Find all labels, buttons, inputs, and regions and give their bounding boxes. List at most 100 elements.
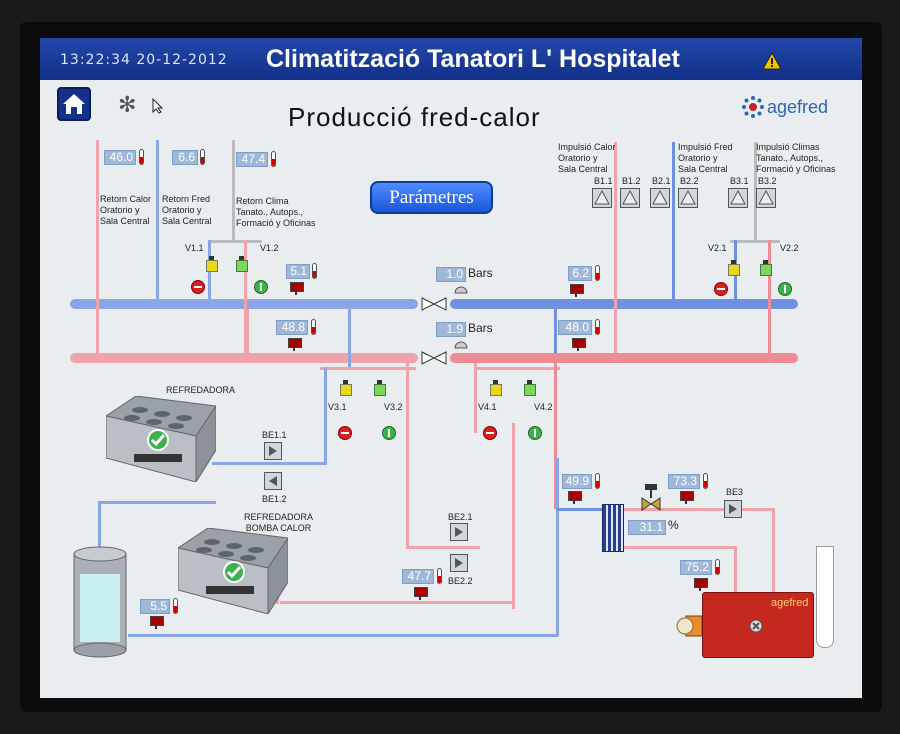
pump-be11[interactable] (264, 442, 282, 460)
pipe-hx-hot-bottom (622, 546, 735, 549)
temp-sensor-icon (414, 587, 428, 600)
home-button[interactable] (57, 87, 91, 121)
valve-label-v31: V3.1 (328, 402, 347, 412)
valve-label-v32: V3.2 (384, 402, 403, 412)
parametres-button[interactable]: Parámetres (370, 181, 493, 214)
temp-hot-right: 48.0 (558, 320, 592, 335)
warning-icon[interactable] (762, 52, 782, 70)
valve-opening-value: 31.1 (628, 520, 666, 535)
temp-retorn-fred: 6.6 (172, 150, 198, 165)
thermometer-icon (437, 568, 442, 584)
pipe-mid-cold-left (348, 309, 351, 367)
valve-label-v21: V2.1 (708, 243, 727, 253)
valve-v21[interactable] (728, 260, 742, 276)
label-refredadora: REFREDADORA (166, 385, 236, 395)
pump-b32[interactable] (756, 188, 776, 208)
valve-v32[interactable] (374, 380, 388, 396)
buffer-tank[interactable] (72, 546, 128, 658)
chiller-unit-1[interactable] (106, 396, 216, 482)
pump-label-b12: B1.2 (622, 176, 641, 186)
pump-be12[interactable] (264, 472, 282, 490)
pump-b21[interactable] (650, 188, 670, 208)
stop-status-icon (483, 426, 497, 440)
pipe-v2-right (768, 240, 771, 353)
run-status-icon (254, 280, 268, 294)
thermometer-icon (311, 319, 316, 335)
pressure-hot-unit: Bars (468, 321, 493, 335)
header-valve-cold-icon[interactable] (421, 297, 447, 311)
thermometer-icon (312, 263, 317, 279)
temp-retorn-clima: 47.4 (236, 152, 268, 167)
pipe-mid-cold-right (554, 309, 557, 353)
pressure-gauge-icon (454, 341, 468, 349)
pump-label-b31: B3.1 (730, 176, 749, 186)
valve-v12[interactable] (236, 256, 250, 272)
pipe-v2-bus (730, 240, 780, 243)
header-valve-hot-icon[interactable] (421, 351, 447, 365)
pipe-v4-bus (474, 367, 560, 370)
temp-tank: 5.5 (140, 599, 170, 614)
pipe-v3-cold-down (324, 367, 327, 464)
three-way-valve-icon[interactable] (640, 484, 662, 516)
heat-exchanger[interactable] (602, 504, 624, 552)
fan-icon[interactable]: ✻ (118, 92, 137, 117)
valve-v11[interactable] (206, 256, 220, 272)
valve-v31[interactable] (340, 380, 354, 396)
pump-label-be21: BE2.1 (448, 512, 473, 522)
pump-b22[interactable] (678, 188, 698, 208)
chiller-unit-2[interactable] (178, 528, 288, 614)
pump-b31[interactable] (728, 188, 748, 208)
pipe-be2-hot (406, 546, 480, 549)
home-icon (63, 94, 85, 114)
valve-v42[interactable] (524, 380, 538, 396)
cold-header-right (450, 299, 798, 309)
valve-label-v12: V1.2 (260, 243, 279, 253)
pump-b12[interactable] (620, 188, 640, 208)
temp-retorn-calor: 46.0 (104, 150, 136, 165)
pipe-impulsio-clima (754, 142, 757, 240)
stop-status-icon (191, 280, 205, 294)
pressure-cold-unit: Bars (468, 266, 493, 280)
pipe-be1-out (212, 462, 327, 465)
temp-cold-left: 5.1 (286, 264, 310, 279)
pipe-retorn-fred (156, 140, 159, 300)
pipe-retorn-clima (232, 140, 235, 240)
thermometer-icon (703, 473, 708, 489)
temp-hot-left: 48.8 (276, 320, 308, 335)
pump-be3[interactable] (724, 500, 742, 518)
temp-sensor-icon (572, 338, 586, 351)
pipe-bottom-right-up (556, 458, 559, 636)
pipe-boiler-out (772, 508, 775, 592)
pump-be21[interactable] (450, 523, 468, 541)
pipe-v3-hot-down (406, 363, 409, 548)
pump-label-b22: B2.2 (680, 176, 699, 186)
app-title: Climatització Tanatori L' Hospitalet (266, 45, 680, 73)
pipe-v4-hot-down (474, 363, 477, 433)
thermometer-icon (595, 473, 600, 489)
pipe-v4-right-down (554, 363, 557, 509)
pipe-v3-bus (320, 367, 416, 370)
pump-label-be12: BE1.2 (262, 494, 287, 504)
pump-b11[interactable] (592, 188, 612, 208)
boiler-brand: agefred (771, 597, 809, 609)
valve-label-v11: V1.1 (185, 243, 204, 253)
hot-header-right (450, 353, 798, 363)
thermometer-icon (715, 559, 720, 575)
temp-sensor-icon (694, 578, 708, 591)
brand-logo-icon (742, 96, 764, 118)
pressure-gauge-icon (454, 286, 468, 294)
valve-v22[interactable] (760, 260, 774, 276)
temp-heatpump: 47.7 (402, 569, 434, 584)
valve-v41[interactable] (490, 380, 504, 396)
boiler[interactable]: agefred (702, 592, 814, 658)
temp-cold-right: 6.2 (568, 266, 592, 281)
temp-sensor-icon (290, 282, 304, 295)
pump-be22[interactable] (450, 554, 468, 572)
temp-sensor-icon (150, 616, 164, 629)
thermometer-icon (200, 149, 205, 165)
